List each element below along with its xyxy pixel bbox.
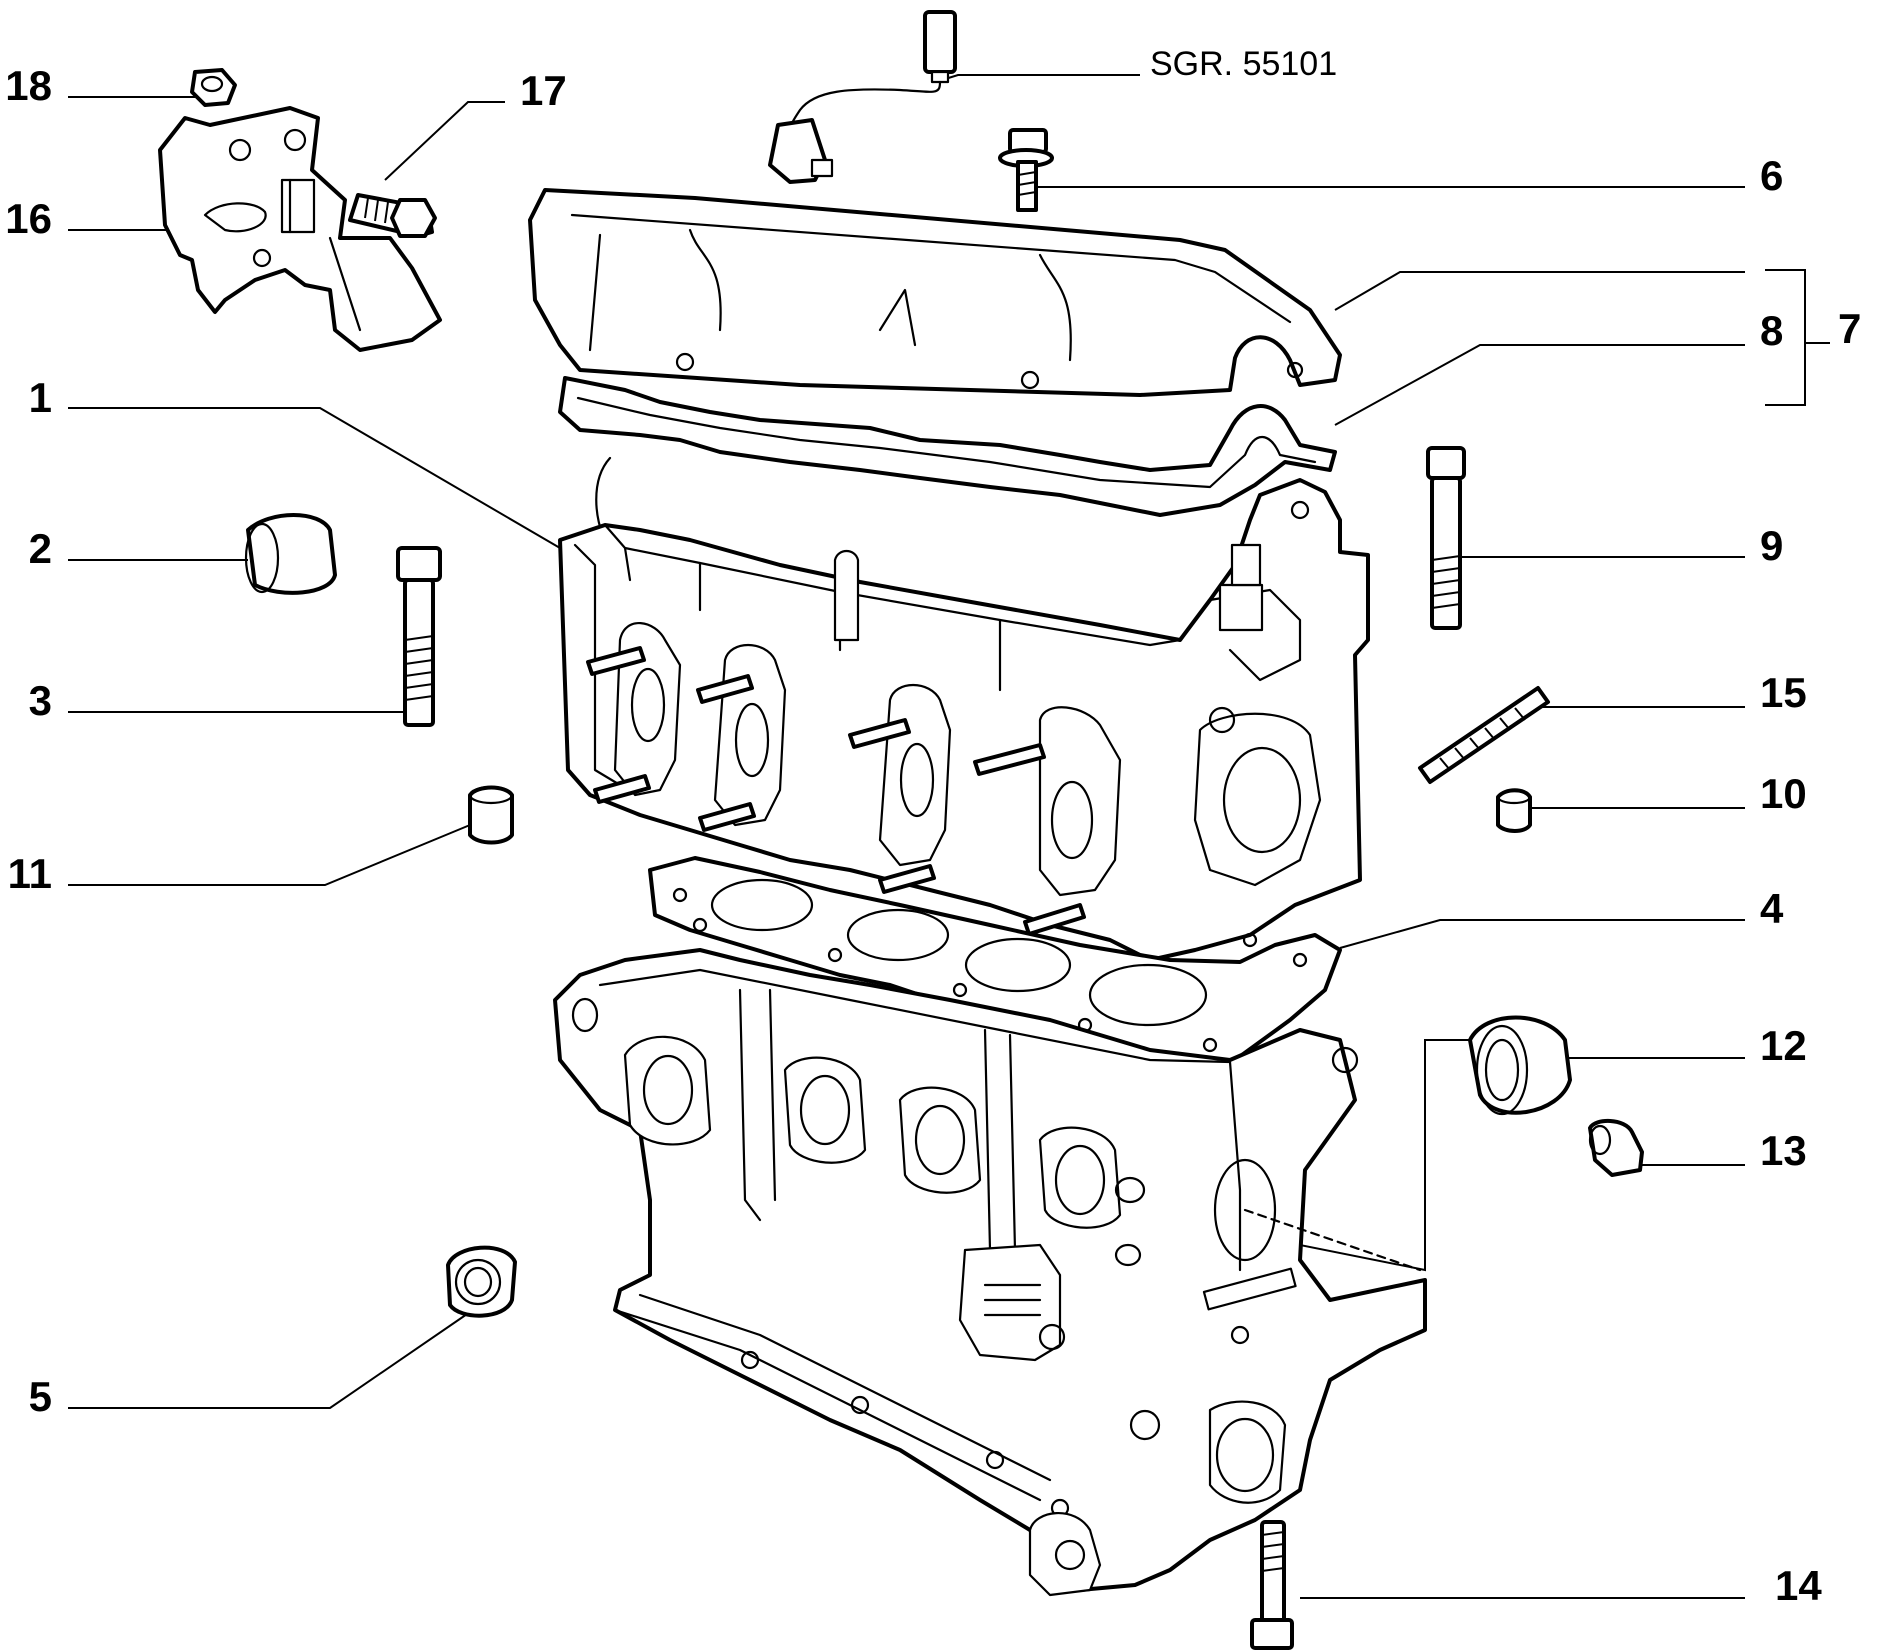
label-5: 5 bbox=[29, 1373, 52, 1420]
bolt-14 bbox=[1250, 1520, 1294, 1650]
nut-18 bbox=[190, 68, 237, 107]
label-6: 6 bbox=[1760, 152, 1783, 199]
bracket-16 bbox=[158, 106, 442, 352]
label-11: 11 bbox=[8, 850, 52, 897]
sensor-sgr-55101 bbox=[768, 10, 957, 184]
cylinder-block bbox=[553, 948, 1427, 1597]
label-14: 14 bbox=[1775, 1562, 1822, 1609]
leader-4 bbox=[1339, 919, 1745, 949]
cylinder-head-1 bbox=[558, 478, 1370, 962]
leader-17 bbox=[384, 101, 505, 181]
seal-5 bbox=[446, 1245, 517, 1318]
label-15: 15 bbox=[1760, 669, 1807, 716]
reference-code: SGR. 55101 bbox=[1150, 45, 1337, 83]
head-gasket-4 bbox=[648, 856, 1342, 1077]
label-12: 12 bbox=[1760, 1022, 1807, 1069]
label-2: 2 bbox=[29, 525, 52, 572]
label-7: 7 bbox=[1838, 305, 1861, 352]
label-8: 8 bbox=[1760, 307, 1783, 354]
bolt-3 bbox=[396, 546, 442, 727]
label-13: 13 bbox=[1760, 1127, 1807, 1174]
valve-cover-7 bbox=[528, 188, 1342, 397]
label-18: 18 bbox=[5, 62, 52, 109]
leader-5 bbox=[68, 1311, 471, 1409]
head-studs bbox=[586, 646, 1086, 936]
dowel-11 bbox=[468, 785, 514, 845]
bolt-17 bbox=[348, 193, 437, 238]
leader-1 bbox=[68, 407, 561, 549]
bolt-6 bbox=[998, 128, 1054, 212]
label-4: 4 bbox=[1760, 885, 1784, 932]
head-bolt-9 bbox=[1426, 446, 1466, 630]
leader-sgr bbox=[941, 74, 1140, 81]
callout-labels: 18 16 17 SGR. 55101 6 7 8 1 2 9 3 15 10 … bbox=[5, 45, 1861, 1609]
tappet-2 bbox=[244, 513, 337, 595]
label-16: 16 bbox=[5, 195, 52, 242]
leader-8 bbox=[1334, 344, 1745, 426]
dowel-10 bbox=[1496, 788, 1532, 833]
label-17: 17 bbox=[520, 67, 567, 114]
label-3: 3 bbox=[29, 677, 52, 724]
plug-13 bbox=[1588, 1119, 1644, 1177]
label-1: 1 bbox=[29, 374, 52, 421]
gasket-8 bbox=[558, 376, 1337, 542]
stud-15 bbox=[1418, 686, 1550, 784]
leader-lines bbox=[68, 74, 1830, 1599]
leader-7a bbox=[1334, 271, 1745, 311]
label-9: 9 bbox=[1760, 522, 1783, 569]
leader-12-drop bbox=[1224, 1039, 1470, 1272]
seal-12 bbox=[1468, 1015, 1572, 1116]
label-10: 10 bbox=[1760, 770, 1807, 817]
leader-11 bbox=[68, 824, 471, 886]
leader-7-bracket bbox=[1765, 269, 1806, 406]
